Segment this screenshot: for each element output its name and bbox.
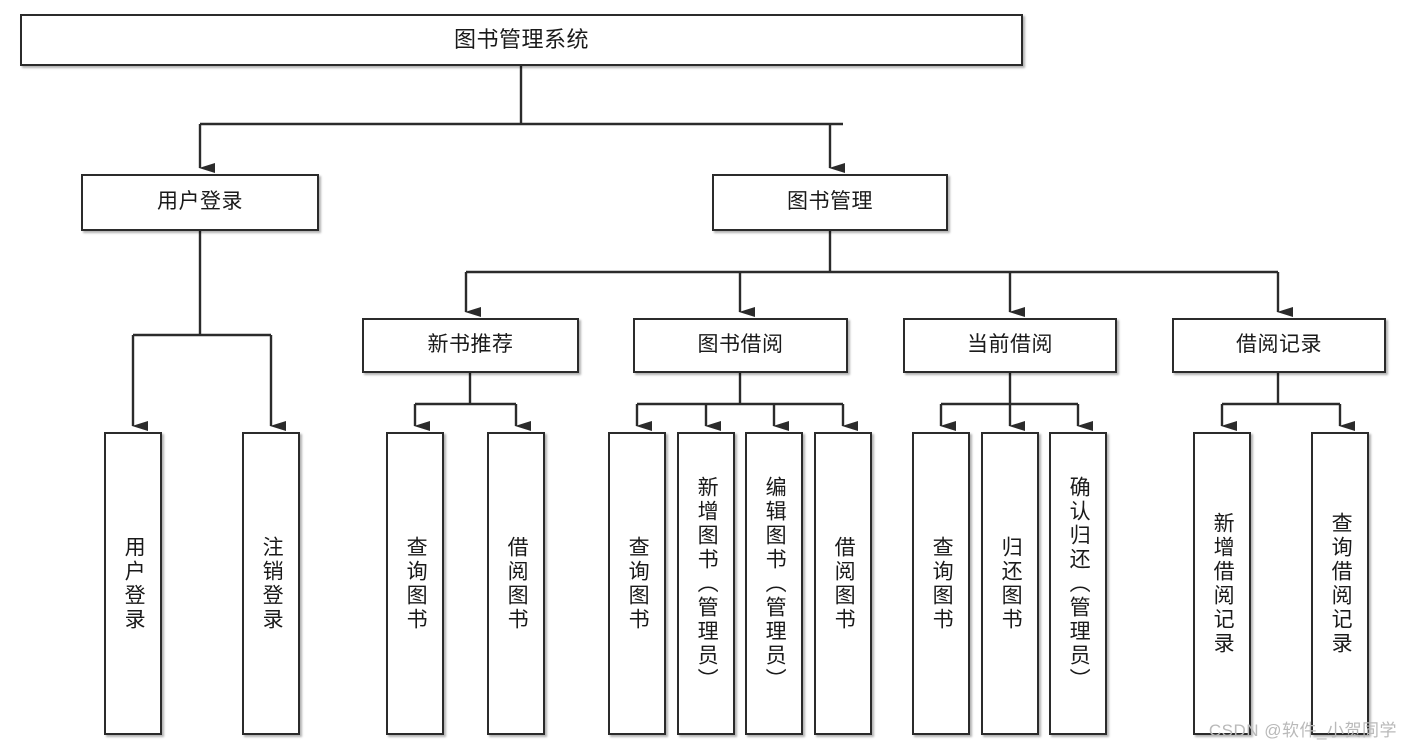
node-label: 注销登录	[260, 535, 284, 632]
node-label: 图书管理	[787, 190, 873, 214]
node-label: 查询图书	[930, 535, 954, 632]
csdn-watermark: CSDN @软件_小贺同学	[1208, 721, 1397, 740]
node-label: 用户登录	[122, 535, 146, 632]
leaf-edit-book-admin[interactable]: 编辑图书（管理员）	[745, 432, 803, 735]
leaf-add-borrowing-record[interactable]: 新增借阅记录	[1193, 432, 1251, 735]
leaf-add-book-admin[interactable]: 新增图书（管理员）	[677, 432, 735, 735]
node-label: 图书管理系统	[453, 27, 589, 53]
node-label: 用户登录	[157, 190, 243, 214]
leaf-confirm-return-admin[interactable]: 确认归还（管理员）	[1049, 432, 1107, 735]
leaf-return-books[interactable]: 归还图书	[981, 432, 1039, 735]
node-label: 确认归还（管理员）	[1067, 475, 1091, 692]
leaf-query-books-recommendation[interactable]: 查询图书	[386, 432, 444, 735]
node-label: 借阅图书	[832, 535, 856, 632]
node-new-book-recommendation[interactable]: 新书推荐	[362, 318, 579, 373]
node-root-book-management-system[interactable]: 图书管理系统	[20, 14, 1023, 66]
leaf-query-books-borrowing[interactable]: 查询图书	[608, 432, 666, 735]
node-current-borrowing[interactable]: 当前借阅	[903, 318, 1117, 373]
node-borrowing-records[interactable]: 借阅记录	[1172, 318, 1386, 373]
node-label: 查询借阅记录	[1329, 511, 1353, 656]
node-label: 借阅图书	[505, 535, 529, 632]
node-label: 新增借阅记录	[1211, 511, 1235, 656]
node-book-borrowing[interactable]: 图书借阅	[633, 318, 848, 373]
leaf-query-borrowing-record[interactable]: 查询借阅记录	[1311, 432, 1369, 735]
node-label: 编辑图书（管理员）	[763, 475, 787, 692]
node-book-management[interactable]: 图书管理	[712, 174, 948, 231]
leaf-logout[interactable]: 注销登录	[242, 432, 300, 735]
node-label: 新增图书（管理员）	[695, 475, 719, 692]
leaf-borrow-books-recommendation[interactable]: 借阅图书	[487, 432, 545, 735]
node-label: 图书借阅	[697, 333, 784, 357]
node-label: 借阅记录	[1236, 333, 1322, 357]
node-label: 归还图书	[999, 535, 1023, 632]
leaf-user-login[interactable]: 用户登录	[104, 432, 162, 735]
node-label: 查询图书	[404, 535, 428, 632]
leaf-borrow-books-borrowing[interactable]: 借阅图书	[814, 432, 872, 735]
node-label: 查询图书	[626, 535, 650, 632]
leaf-query-books-current[interactable]: 查询图书	[912, 432, 970, 735]
node-user-login[interactable]: 用户登录	[81, 174, 319, 231]
node-label: 新书推荐	[427, 333, 514, 357]
node-label: 当前借阅	[967, 333, 1053, 357]
